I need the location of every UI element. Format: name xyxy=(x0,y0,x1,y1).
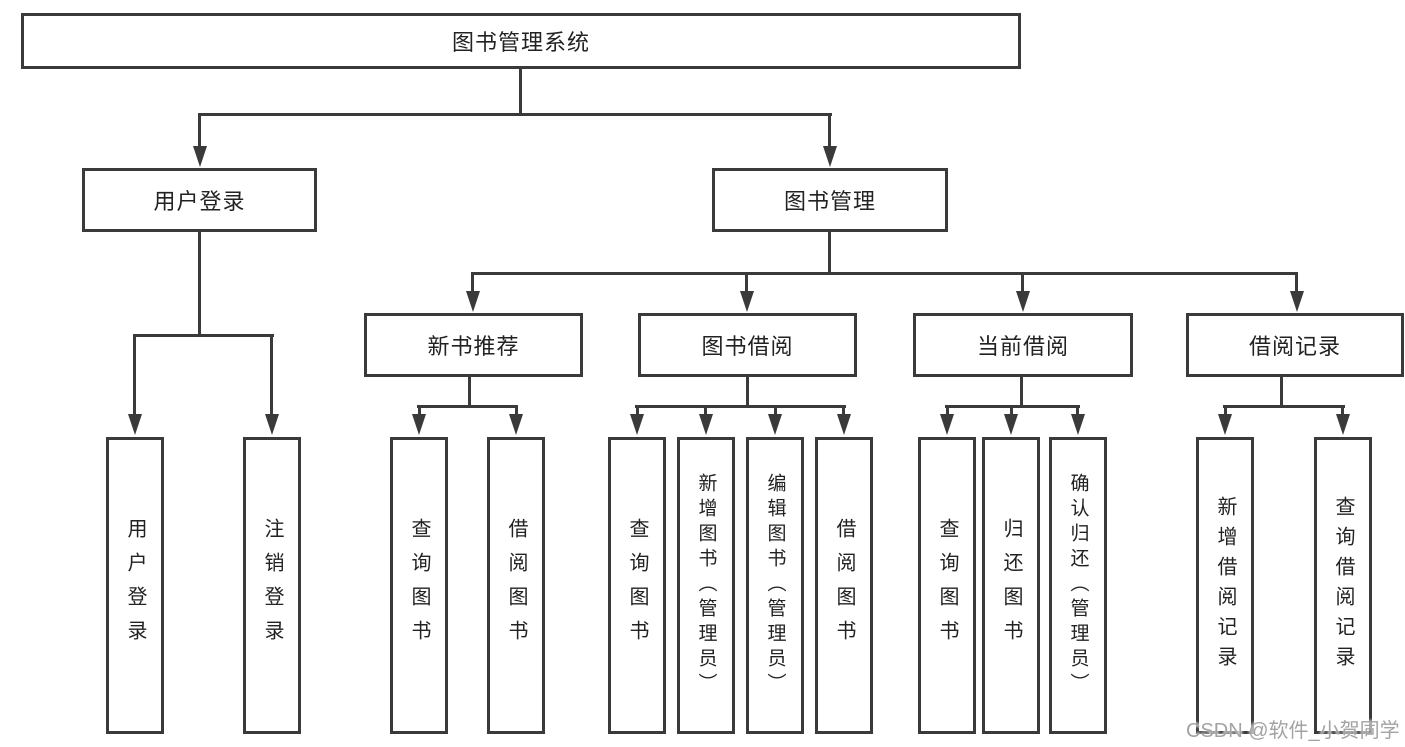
node-book-borrow: 图书借阅 xyxy=(638,313,857,377)
arrowhead-new-book xyxy=(466,291,480,312)
edge-stem-borrow-record xyxy=(1295,272,1298,294)
arrowhead-br-query xyxy=(1336,414,1350,435)
arrowhead-bb-add xyxy=(699,414,713,435)
leaf-nb-borrow-book: 借阅图书 xyxy=(487,437,545,734)
node-root-label: 图书管理系统 xyxy=(451,30,590,55)
arrowhead-book-mgmt xyxy=(823,146,837,167)
edge-stem-nb-borrow xyxy=(515,405,518,416)
leaf-user-login-label: 用户登录 xyxy=(124,517,146,654)
node-book-management-label: 图书管理 xyxy=(783,189,876,214)
leaf-nb-borrow-book-label: 借阅图书 xyxy=(505,517,527,654)
edge-level2-rail xyxy=(198,113,832,116)
arrowhead-leaf-logout xyxy=(265,414,279,435)
arrowhead-cb-query xyxy=(940,414,954,435)
edge-book-mgmt-trunk xyxy=(828,232,831,275)
arrowhead-current-borrow xyxy=(1016,291,1030,312)
leaf-cb-return-book-label: 归还图书 xyxy=(1000,517,1022,654)
arrowhead-cb-confirm xyxy=(1071,414,1085,435)
edge-book-borrow-trunk xyxy=(746,377,749,408)
edge-new-book-rail xyxy=(417,405,518,408)
node-book-borrow-label: 图书借阅 xyxy=(701,334,794,359)
edge-user-login-rail xyxy=(133,334,274,337)
edge-stem-br-query xyxy=(1341,405,1344,416)
leaf-bb-borrow-book-label: 借阅图书 xyxy=(833,517,855,654)
arrowhead-nb-borrow xyxy=(509,414,523,435)
leaf-nb-query-book: 查询图书 xyxy=(390,437,448,734)
leaf-br-query-record: 查询借阅记录 xyxy=(1314,437,1372,734)
leaf-bb-edit-book-admin: 编辑图书（管理员） xyxy=(746,437,804,734)
node-new-book-recommend: 新书推荐 xyxy=(364,313,583,377)
leaf-bb-query-book: 查询图书 xyxy=(608,437,666,734)
leaf-cb-confirm-return-admin-label: 确认归还（管理员） xyxy=(1067,473,1089,698)
leaf-logout-login-label: 注销登录 xyxy=(261,517,283,654)
leaf-user-login: 用户登录 xyxy=(106,437,164,734)
arrowhead-book-borrow xyxy=(740,291,754,312)
arrowhead-bb-edit xyxy=(768,414,782,435)
edge-stem-book-mgmt xyxy=(828,113,831,151)
leaf-br-query-record-label: 查询借阅记录 xyxy=(1332,495,1354,676)
edge-stem-bb-query xyxy=(636,405,639,416)
edge-user-login-trunk xyxy=(198,232,201,337)
node-current-borrow-label: 当前借阅 xyxy=(976,334,1069,359)
arrowhead-user-login xyxy=(193,146,207,167)
arrowhead-cb-return xyxy=(1004,414,1018,435)
arrowhead-bb-borrow xyxy=(837,414,851,435)
edge-root-trunk xyxy=(519,69,522,116)
node-book-management: 图书管理 xyxy=(712,168,948,232)
edge-new-book-trunk xyxy=(468,377,471,408)
edge-stem-nb-query xyxy=(418,405,421,416)
leaf-br-add-record: 新增借阅记录 xyxy=(1196,437,1254,734)
arrowhead-br-add xyxy=(1218,414,1232,435)
arrowhead-nb-query xyxy=(412,414,426,435)
edge-stem-cb-query xyxy=(946,405,949,416)
node-root: 图书管理系统 xyxy=(21,13,1021,69)
leaf-nb-query-book-label: 查询图书 xyxy=(408,517,430,654)
edge-stem-leaf-user-login xyxy=(133,334,136,416)
leaf-cb-return-book: 归还图书 xyxy=(982,437,1040,734)
edge-stem-current-borrow xyxy=(1021,272,1024,294)
edge-level3-rail xyxy=(471,272,1298,275)
node-new-book-recommend-label: 新书推荐 xyxy=(427,334,520,359)
edge-stem-bb-borrow xyxy=(842,405,845,416)
edge-stem-leaf-logout xyxy=(270,334,273,416)
leaf-bb-borrow-book: 借阅图书 xyxy=(815,437,873,734)
leaf-bb-add-book-admin: 新增图书（管理员） xyxy=(677,437,735,734)
arrowhead-borrow-record xyxy=(1290,291,1304,312)
edge-stem-cb-confirm xyxy=(1076,405,1079,416)
edge-stem-book-borrow xyxy=(745,272,748,294)
leaf-cb-confirm-return-admin: 确认归还（管理员） xyxy=(1049,437,1107,734)
edge-stem-bb-add xyxy=(704,405,707,416)
leaf-bb-add-book-admin-label: 新增图书（管理员） xyxy=(695,473,717,698)
node-user-login: 用户登录 xyxy=(82,168,317,232)
node-borrow-record: 借阅记录 xyxy=(1186,313,1404,377)
leaf-bb-edit-book-admin-label: 编辑图书（管理员） xyxy=(764,473,786,698)
leaf-logout-login: 注销登录 xyxy=(243,437,301,734)
node-current-borrow: 当前借阅 xyxy=(913,313,1133,377)
edge-book-borrow-rail xyxy=(635,405,846,408)
csdn-watermark: CSDN @软件_小贺同学 xyxy=(1186,720,1400,742)
edge-stem-cb-return xyxy=(1010,405,1013,416)
edge-borrow-record-rail xyxy=(1223,405,1345,408)
edge-current-borrow-trunk xyxy=(1020,377,1023,408)
node-borrow-record-label: 借阅记录 xyxy=(1248,334,1341,359)
leaf-cb-query-book: 查询图书 xyxy=(918,437,976,734)
arrowhead-leaf-user-login xyxy=(128,414,142,435)
node-user-login-label: 用户登录 xyxy=(153,189,246,214)
edge-stem-br-add xyxy=(1224,405,1227,416)
leaf-bb-query-book-label: 查询图书 xyxy=(626,517,648,654)
leaf-br-add-record-label: 新增借阅记录 xyxy=(1214,495,1236,676)
edge-stem-user-login xyxy=(198,113,201,151)
arrowhead-bb-query xyxy=(630,414,644,435)
edge-borrow-record-trunk xyxy=(1280,377,1283,408)
leaf-cb-query-book-label: 查询图书 xyxy=(936,517,958,654)
edge-stem-bb-edit xyxy=(774,405,777,416)
edge-stem-new-book xyxy=(471,272,474,294)
